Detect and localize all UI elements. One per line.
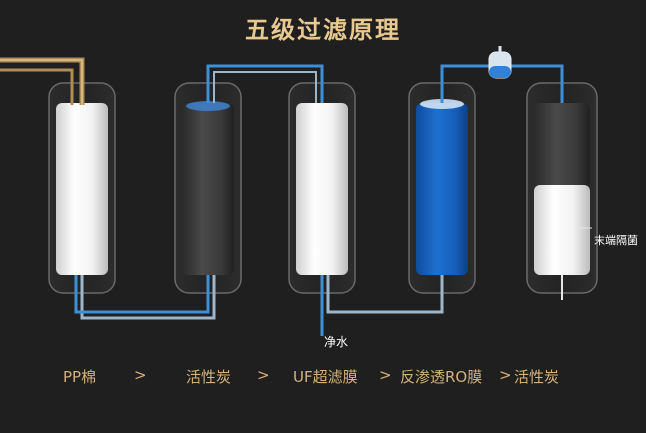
- feed-pipe-inner: [0, 59, 83, 105]
- separator-1: >: [134, 366, 147, 384]
- pressure-tank-water: [489, 66, 511, 78]
- pipe-2-to-3-inner: [213, 71, 317, 103]
- separator-4: >: [499, 366, 512, 384]
- terminal-label: 末端隔菌: [594, 234, 638, 247]
- outlet-label: 净水: [324, 335, 349, 349]
- stage-label-3: UF超滤膜: [293, 368, 358, 386]
- pipe-2-to-3: [206, 64, 324, 103]
- feed-pipe-2: [0, 68, 74, 105]
- stage-label-4: 反渗透RO膜: [400, 368, 483, 386]
- separator-3: >: [379, 366, 392, 384]
- pipe-3-to-4: [326, 275, 444, 314]
- ro-top-highlight: [420, 99, 464, 109]
- carbon-top-highlight: [186, 101, 230, 111]
- separator-2: >: [257, 366, 270, 384]
- diagram-title: 五级过滤原理: [245, 16, 401, 44]
- cartridge-uf-membrane: [296, 103, 348, 275]
- cartridge-post-carbon-upper: [534, 103, 590, 187]
- pipe-1-to-2: [80, 275, 216, 320]
- stage-label-1: PP棉: [63, 368, 97, 386]
- cartridge-activated-carbon: [182, 103, 234, 275]
- cartridge-post-carbon-lower: [534, 185, 590, 275]
- cartridge-pp-cotton: [56, 103, 108, 275]
- cartridge-ro-membrane: [416, 103, 468, 275]
- stage-label-2: 活性炭: [186, 368, 232, 386]
- pipe-1-to-2-blue: [74, 275, 210, 314]
- stage-label-5: 活性炭: [514, 368, 560, 386]
